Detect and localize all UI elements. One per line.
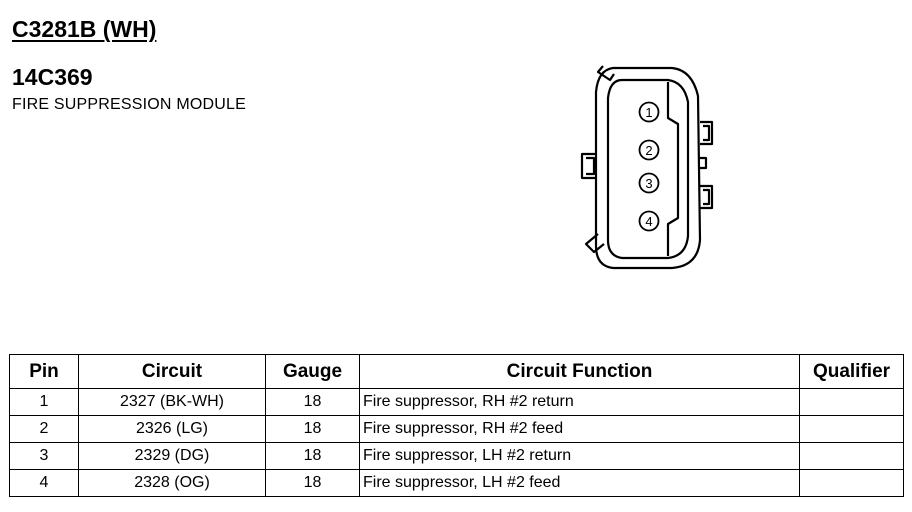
module-name: FIRE SUPPRESSION MODULE: [12, 96, 246, 113]
left-latch-detail: [586, 156, 596, 176]
cell-qualifier: [799, 415, 904, 443]
header-qualifier: Qualifier: [799, 354, 904, 389]
pin-3-cavity: [638, 172, 660, 194]
top-latch: [596, 65, 615, 82]
cell-gauge: 18: [265, 415, 360, 443]
connector-id: C3281B (WH): [12, 16, 157, 42]
cell-pin: 3: [9, 442, 79, 470]
polarizing-rib: [666, 82, 680, 256]
part-number: 14C369: [12, 64, 93, 90]
pin-4-cavity: [638, 210, 660, 232]
cell-gauge: 18: [265, 442, 360, 470]
header-gauge: Gauge: [265, 354, 360, 389]
connector-face-diagram: 1 2 3 4: [580, 65, 714, 270]
right-tab-upper: [700, 120, 714, 146]
table-row: 4 2328 (OG) 18 Fire suppressor, LH #2 fe…: [9, 469, 904, 497]
right-tab-middle: [700, 156, 708, 170]
pin-table: Pin Circuit Gauge Circuit Function Quali…: [9, 354, 904, 497]
pin-1-cavity: [638, 101, 660, 123]
pin-2-label: 2: [645, 143, 652, 158]
cell-circuit: 2328 (OG): [78, 469, 266, 497]
cell-circuit-function: Fire suppressor, RH #2 return: [359, 388, 800, 416]
cell-circuit: 2327 (BK-WH): [78, 388, 266, 416]
cell-qualifier: [799, 388, 904, 416]
bottom-latch: [584, 233, 605, 254]
table-row: 1 2327 (BK-WH) 18 Fire suppressor, RH #2…: [9, 388, 904, 416]
connector-housing-outer: [594, 66, 702, 270]
cell-gauge: 18: [265, 388, 360, 416]
connector-housing-inner: [606, 78, 690, 260]
cell-qualifier: [799, 442, 904, 470]
cell-pin: 1: [9, 388, 79, 416]
header-pin: Pin: [9, 354, 79, 389]
pin-4-label: 4: [645, 214, 652, 229]
right-tab-lower: [700, 184, 714, 210]
pin-2-cavity: [638, 139, 660, 161]
header-circuit: Circuit: [78, 354, 266, 389]
pin-3-label: 3: [645, 176, 652, 191]
right-tab-upper-detail: [703, 124, 711, 142]
cell-qualifier: [799, 469, 904, 497]
cell-gauge: 18: [265, 469, 360, 497]
pin-1-label: 1: [645, 105, 652, 120]
cell-circuit: 2326 (LG): [78, 415, 266, 443]
right-tab-lower-detail: [703, 188, 711, 206]
header-circuit-function: Circuit Function: [359, 354, 800, 389]
cell-pin: 4: [9, 469, 79, 497]
cell-circuit-function: Fire suppressor, LH #2 return: [359, 442, 800, 470]
cell-circuit: 2329 (DG): [78, 442, 266, 470]
cell-circuit-function: Fire suppressor, RH #2 feed: [359, 415, 800, 443]
table-row: 3 2329 (DG) 18 Fire suppressor, LH #2 re…: [9, 442, 904, 470]
table-row: 2 2326 (LG) 18 Fire suppressor, RH #2 fe…: [9, 415, 904, 443]
cell-pin: 2: [9, 415, 79, 443]
left-latch: [580, 152, 596, 180]
table-header-row: Pin Circuit Gauge Circuit Function Quali…: [9, 354, 904, 389]
cell-circuit-function: Fire suppressor, LH #2 feed: [359, 469, 800, 497]
